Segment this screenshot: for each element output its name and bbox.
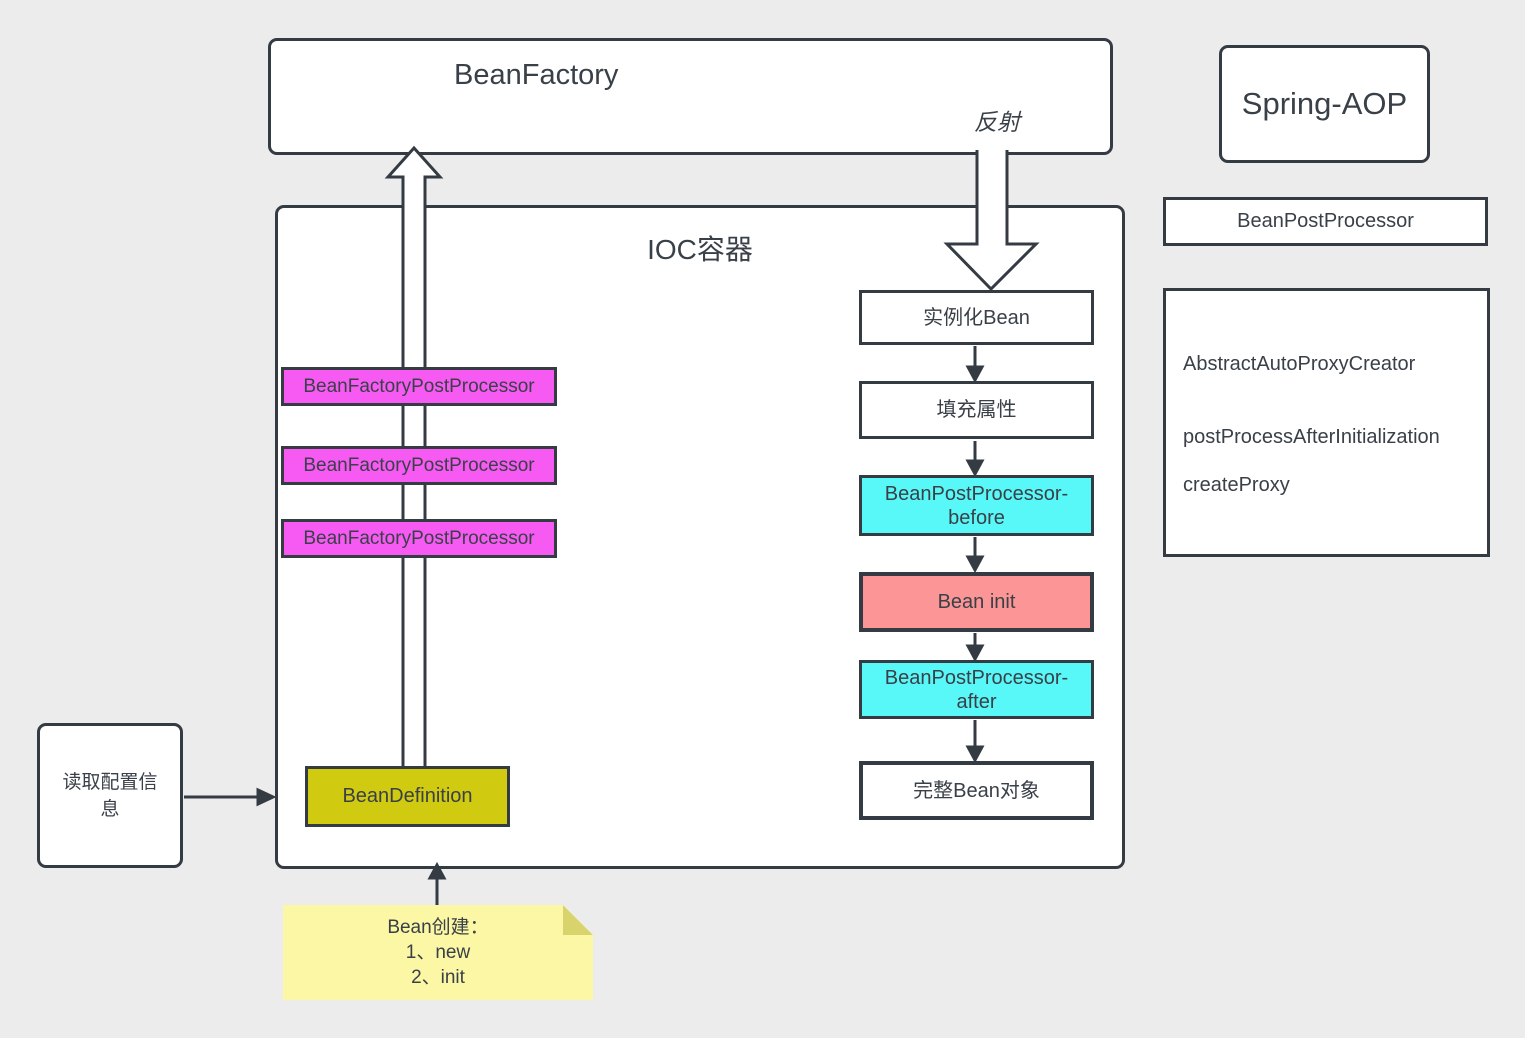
note-arrow — [427, 861, 447, 906]
spring-aop-label: Spring-AOP — [1241, 86, 1408, 121]
step-bean-init-box: Bean init — [859, 572, 1094, 632]
step-bean-init-label: Bean init — [937, 591, 1016, 613]
step-beanpostprocessor-before-label: BeanPostProcessor-before — [884, 482, 1069, 529]
ioc-container-title: IOC容器 — [647, 234, 753, 265]
beanfactory-title: BeanFactory — [454, 59, 619, 91]
step-beanpostprocessor-after-box: BeanPostProcessor-after — [859, 660, 1094, 719]
step-complete-bean-label: 完整Bean对象 — [913, 779, 1040, 802]
sticky-note: Bean创建： 1、new 2、init — [283, 905, 593, 1000]
note-fold-icon — [563, 905, 593, 935]
step-complete-bean-box: 完整Bean对象 — [859, 761, 1094, 820]
abstract-auto-proxy-creator-label: AbstractAutoProxyCreator — [1183, 353, 1416, 375]
beandefinition-label: BeanDefinition — [342, 785, 473, 807]
step-beanpostprocessor-before-box: BeanPostProcessor-before — [859, 475, 1094, 536]
spring-aop-box: Spring-AOP — [1219, 45, 1430, 163]
beanfactorypostprocessor-box-1: BeanFactoryPostProcessor — [281, 367, 557, 406]
read-config-arrow — [184, 787, 277, 807]
step-fill-properties-label: 填充属性 — [936, 399, 1017, 421]
note-line-3: 2、init — [411, 967, 465, 988]
step-instantiate-bean-label: 实例化Bean — [923, 306, 1030, 329]
read-config-box: 读取配置信息 — [37, 723, 183, 868]
step-beanpostprocessor-after-label: BeanPostProcessor-after — [884, 666, 1069, 713]
read-config-label: 读取配置信息 — [62, 771, 158, 820]
beanpostprocessor-label: BeanPostProcessor — [1237, 210, 1414, 232]
beanfactorypostprocessor-box-2: BeanFactoryPostProcessor — [281, 446, 557, 485]
beanpostprocessor-box: BeanPostProcessor — [1163, 197, 1488, 246]
beanfactorypostprocessor-box-3: BeanFactoryPostProcessor — [281, 519, 557, 558]
beanfactorypostprocessor-label-2: BeanFactoryPostProcessor — [303, 454, 535, 476]
note-line-1: Bean创建： — [387, 917, 489, 938]
beanfactory-box: BeanFactory 反射 — [268, 38, 1113, 155]
create-proxy-label: createProxy — [1183, 474, 1290, 496]
reflection-label: 反射 — [974, 109, 1020, 135]
beandefinition-box: BeanDefinition — [305, 766, 510, 827]
beanfactorypostprocessor-label-3: BeanFactoryPostProcessor — [303, 527, 535, 549]
beanfactorypostprocessor-label-1: BeanFactoryPostProcessor — [303, 375, 535, 397]
post-process-after-initialization-label: postProcessAfterInitialization — [1183, 426, 1440, 448]
aop-detail-box: AbstractAutoProxyCreator postProcessAfte… — [1163, 288, 1490, 557]
step-fill-properties-box: 填充属性 — [859, 381, 1094, 439]
step-instantiate-bean-box: 实例化Bean — [859, 290, 1094, 345]
note-line-2: 1、new — [405, 942, 471, 963]
